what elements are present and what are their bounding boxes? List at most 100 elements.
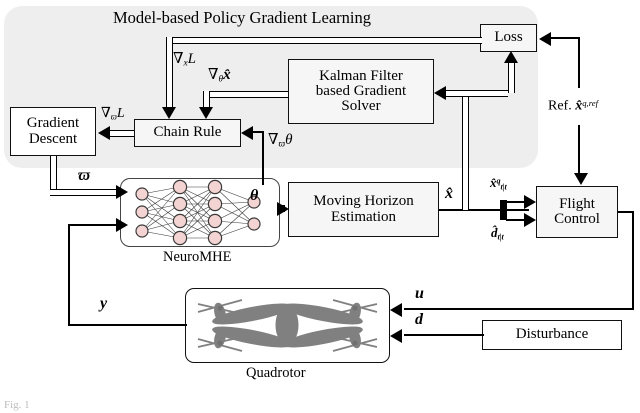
neural-network-graphic — [120, 178, 280, 247]
dhat-var: d̂ — [491, 225, 498, 240]
varpi-arrowhead — [116, 185, 128, 199]
ref-text: Ref. — [548, 98, 572, 114]
kalman-line-2: based Gradient — [315, 82, 407, 99]
quadrotor-svg — [197, 299, 378, 352]
xhat-to-loss-vertical — [508, 63, 515, 93]
grad-varpi-theta-main: θ — [285, 132, 293, 148]
gradientdescent-to-nn — [50, 189, 118, 196]
chain-rule-box[interactable]: Chain Rule — [134, 119, 241, 147]
y-label: y — [100, 295, 108, 312]
flight-control-line-1: Flight — [559, 195, 595, 212]
gradient-descent-line-1: Gradient — [26, 115, 80, 132]
dhat-to-flightcontrol — [506, 219, 528, 222]
neuromhe-caption: NeuroMHE — [163, 249, 232, 265]
ref-vertical-lower — [578, 125, 581, 173]
ref-to-flightcontrol-arrowhead — [574, 173, 588, 185]
y-feedback-arrowhead — [116, 218, 128, 232]
grad-varpi-L-arrowhead — [98, 126, 110, 140]
loss-box[interactable]: Loss — [480, 24, 537, 52]
nabla-icon: ∇ — [268, 132, 279, 148]
xhat-label: x̂ — [445, 185, 453, 202]
xhat-q-arrowhead — [524, 195, 536, 209]
varpi-label: ϖ — [78, 167, 91, 184]
xhat-to-loss-horizontal — [462, 90, 508, 97]
flight-control-line-2: Control — [554, 211, 600, 227]
flightcontrol-u-out — [618, 211, 634, 214]
quadrotor-caption: Quadrotor — [246, 365, 306, 381]
grad-theta-xhat-subscript: θ — [218, 74, 224, 85]
grad-varpi-theta-arrowhead — [241, 126, 253, 140]
xhat-to-kalman-horizontal — [446, 90, 466, 97]
xhat-q-superscript: q — [496, 176, 501, 186]
grad-varpi-L-main: L — [116, 106, 125, 121]
nabla-icon: ∇ — [101, 106, 111, 121]
grad-x-loss-arrowhead — [162, 107, 176, 119]
loss-to-chainrule-horizontal — [166, 37, 482, 44]
xhat-to-loss-arrowhead — [504, 51, 518, 63]
quadrotor-graphic — [190, 292, 385, 359]
ref-superscript: q,ref — [582, 98, 599, 108]
grad-theta-xhat-label: ∇θx̂ — [208, 68, 231, 85]
u-label: u — [415, 285, 424, 302]
gradient-descent-line-2: Descent — [28, 130, 78, 147]
xhat-q-label: x̂qt|t — [490, 176, 507, 191]
theta-label: θ — [250, 187, 259, 204]
gradientdescent-down — [50, 156, 57, 194]
mhe-xhat-out — [439, 209, 529, 212]
grad-x-loss-subscript: x — [183, 58, 188, 69]
loss-label: Loss — [494, 29, 523, 46]
dhat-arrowhead — [524, 213, 536, 227]
d-label: d — [415, 311, 423, 328]
disturbance-to-quadrotor — [404, 334, 484, 337]
kalman-solver-box[interactable]: Kalman Filter based Gradient Solver — [288, 59, 434, 124]
xhat-split-marker — [500, 200, 507, 220]
mhe-line-2: Estimation — [331, 208, 396, 225]
ref-label: Ref. x̂q,ref — [548, 99, 598, 114]
disturbance-box[interactable]: Disturbance — [482, 320, 622, 350]
ref-var: x̂ — [575, 98, 583, 114]
xhat-q-subscript: t|t — [500, 182, 507, 192]
neural-network-svg — [135, 179, 261, 246]
u-arrowhead — [390, 303, 402, 317]
theta-arrowhead — [277, 202, 289, 216]
kalman-to-chainrule-horizontal — [203, 91, 288, 98]
kalman-line-1: Kalman Filter — [319, 67, 403, 84]
mhe-line-1: Moving Horizon — [313, 193, 414, 210]
page-title: Model-based Policy Gradient Learning — [113, 8, 371, 27]
nabla-icon: ∇ — [173, 51, 184, 67]
dhat-label: d̂t|t — [491, 226, 504, 241]
grad-varpi-theta-subscript: ϖ — [278, 139, 286, 150]
chain-rule-label: Chain Rule — [153, 124, 222, 141]
xhat-q-var: x̂ — [490, 175, 497, 190]
nabla-icon: ∇ — [208, 67, 219, 83]
grad-varpi-L-subscript: ϖ — [110, 111, 117, 122]
ref-to-loss-arrowhead — [539, 32, 551, 46]
grad-varpi-theta-label: ∇ϖθ — [268, 133, 292, 150]
gradient-descent-box[interactable]: Gradient Descent — [10, 107, 96, 156]
d-arrowhead — [390, 329, 402, 343]
u-horizontal — [404, 308, 634, 311]
xhat-to-kalman-arrowhead — [434, 86, 446, 100]
nn-to-chainrule-horizontal — [253, 131, 264, 134]
disturbance-label: Disturbance — [515, 326, 589, 343]
dhat-subscript: t|t — [497, 232, 504, 242]
nn-to-chainrule-vertical — [262, 133, 265, 185]
ref-vertical-upper — [578, 38, 581, 88]
moving-horizon-estimation-box[interactable]: Moving Horizon Estimation — [288, 182, 439, 237]
grad-x-loss-label: ∇xL — [173, 52, 196, 69]
flight-control-box[interactable]: Flight Control — [536, 186, 618, 238]
ref-to-loss-horizontal — [551, 37, 580, 40]
u-vertical — [632, 211, 635, 310]
figure-caption: Fig. 1 — [4, 399, 30, 411]
grad-theta-xhat-main: x̂ — [223, 67, 231, 83]
xhat-q-to-flightcontrol — [506, 201, 528, 204]
kalman-to-chainrule-vertical — [203, 91, 210, 107]
xhat-up-vertical — [462, 90, 469, 210]
grad-theta-xhat-arrowhead — [199, 107, 213, 119]
kalman-line-3: Solver — [341, 98, 381, 115]
grad-varpi-L-label: ∇ϖL — [101, 107, 125, 121]
y-feedback-to-nn — [68, 224, 118, 227]
grad-x-loss-main: L — [187, 51, 196, 67]
loss-to-chainrule-vertical — [166, 37, 173, 107]
